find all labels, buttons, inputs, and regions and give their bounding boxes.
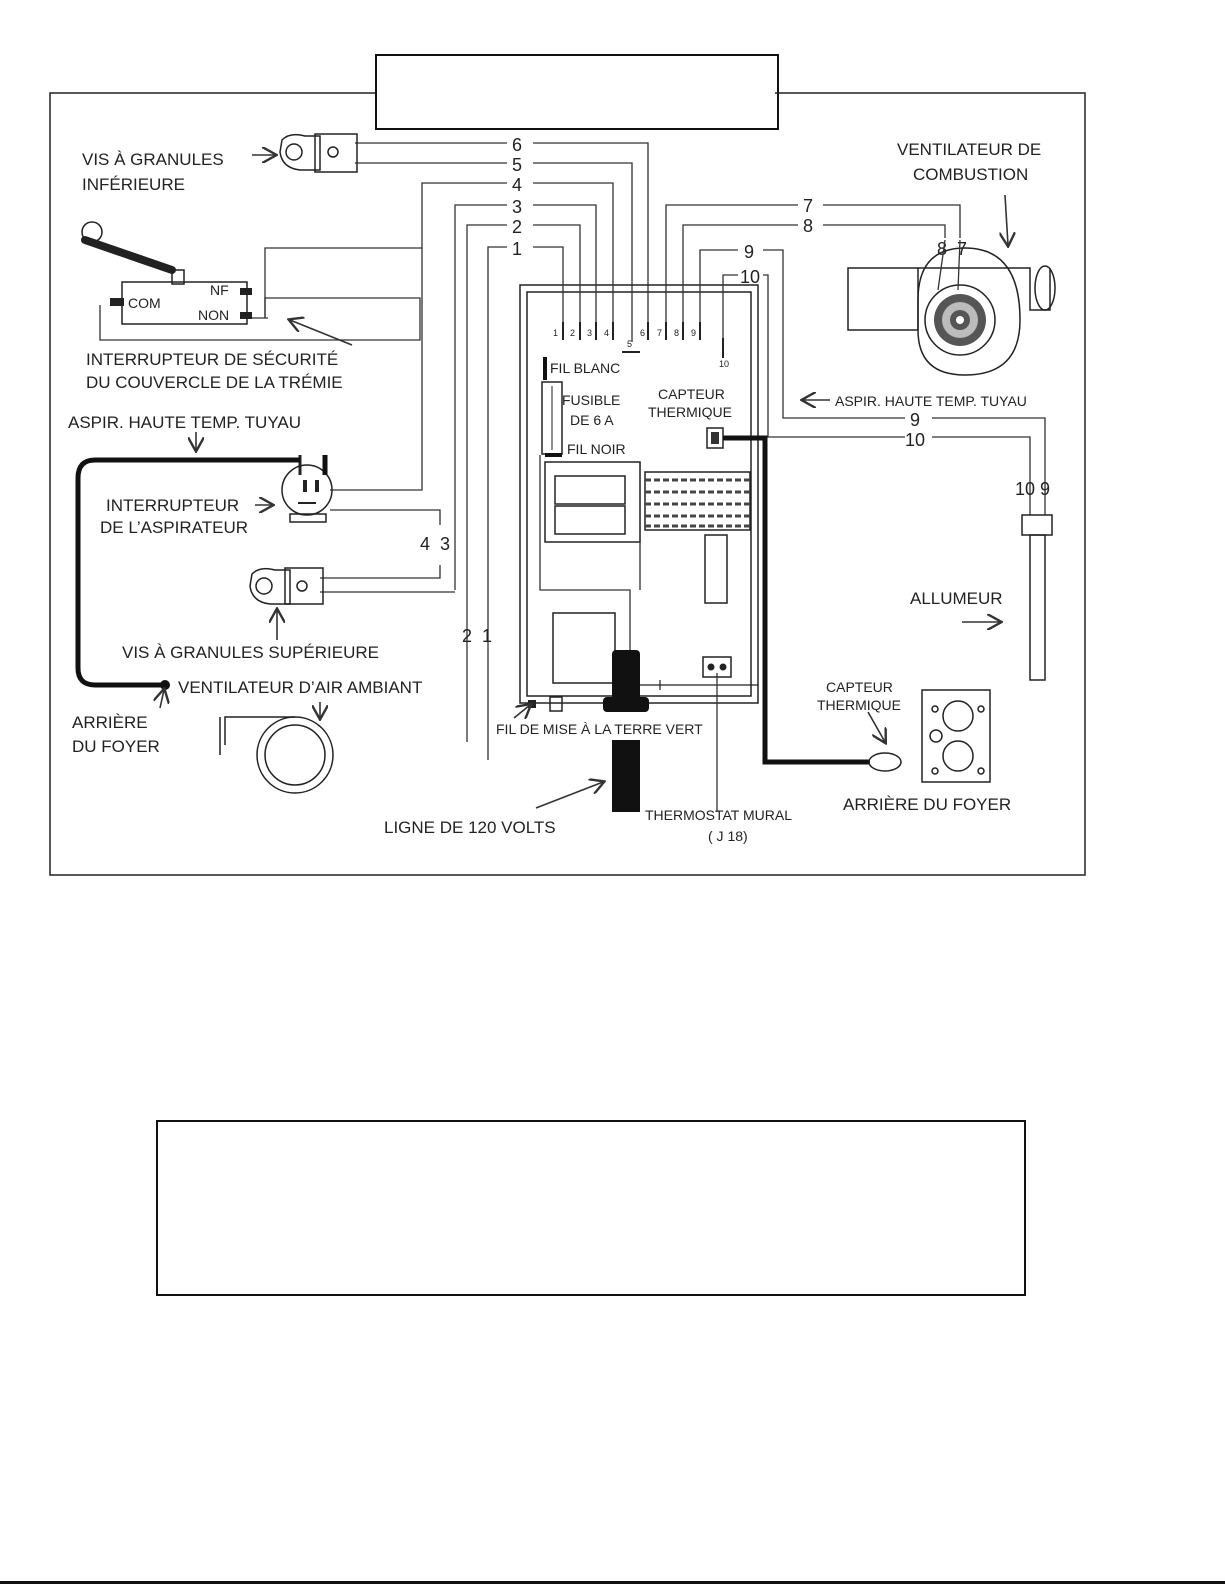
terminal-label: 1 <box>553 328 558 338</box>
thermal-sensor-cable <box>723 435 870 765</box>
wire-number: 5 <box>512 155 522 175</box>
fuse-label-1: FUSIBLE <box>562 392 620 408</box>
heatsink <box>644 471 751 531</box>
diagram-frame <box>49 92 1086 876</box>
switch-non-label: NON <box>198 307 229 323</box>
terminal-label: 7 <box>657 328 662 338</box>
combustion-fan-label-1: VENTILATEUR DE <box>897 140 1041 159</box>
igniter <box>1021 514 1053 681</box>
control-board: 1 2 3 4 5 6 7 8 9 10 <box>519 284 759 812</box>
wire-number: 4 <box>512 175 522 195</box>
wire-number: 3 <box>512 197 522 217</box>
wire-number: 10 <box>905 430 925 450</box>
terminal-label: 3 <box>587 328 592 338</box>
wire-number: 6 <box>512 135 522 155</box>
thermostat-label-2: ( J 18) <box>708 828 748 844</box>
terminal-label: 5 <box>627 339 632 349</box>
lower-auger-label-1: VIS À GRANULES <box>82 150 224 169</box>
bottom-rule <box>0 1581 1225 1584</box>
line-120v-label: LIGNE DE 120 VOLTS <box>384 818 556 837</box>
black-wire-label: FIL NOIR <box>567 441 626 457</box>
lower-auger-motor <box>279 133 358 173</box>
note-box <box>156 1120 1026 1296</box>
wire-number: 7 <box>803 196 813 216</box>
wire-number: 7 <box>957 239 967 259</box>
wire-number: 8 <box>937 239 947 259</box>
title-box <box>375 54 779 130</box>
stove-back-plate <box>921 689 991 783</box>
vacuum-hose <box>75 457 300 688</box>
wire-number: 2 <box>512 217 522 237</box>
terminal-label: 8 <box>674 328 679 338</box>
ground-wire-label: FIL DE MISE À LA TERRE VERT <box>496 721 703 737</box>
wire-bundle <box>99 142 1046 760</box>
wire-number: 1 <box>512 239 522 259</box>
wire-number: 1 <box>482 626 492 646</box>
wire-number: 10 <box>740 267 760 287</box>
wire-number: 9 <box>744 242 754 262</box>
terminal-label: 6 <box>640 328 645 338</box>
fuse-label-2: DE 6 A <box>570 412 614 428</box>
lower-auger-label-2: INFÉRIEURE <box>82 175 185 194</box>
room-air-fan <box>219 716 334 794</box>
combustion-fan <box>847 239 1056 376</box>
upper-auger-motor <box>249 567 324 605</box>
stove-back-label-left-1: ARRIÈRE <box>72 713 148 732</box>
terminal-label: 9 <box>691 328 696 338</box>
right-thermal-sensor-label-1: CAPTEUR <box>826 679 893 695</box>
hopper-lid-switch: COM NF NON <box>81 221 252 325</box>
thermostat-label-1: THERMOSTAT MURAL <box>645 807 792 823</box>
board-thermal-sensor-label-1: CAPTEUR <box>658 386 725 402</box>
wire-number: 8 <box>803 216 813 236</box>
annotation-arrows <box>160 155 1008 812</box>
white-wire-label: FIL BLANC <box>550 360 620 376</box>
wire-number: 4 <box>420 534 430 554</box>
room-fan-label: VENTILATEUR D’AIR AMBIANT <box>178 678 422 697</box>
terminal-label: 2 <box>570 328 575 338</box>
terminal-label: 10 <box>719 359 729 369</box>
upper-auger-label: VIS À GRANULES SUPÉRIEURE <box>122 643 379 662</box>
vacuum-switch-label-1: INTERRUPTEUR <box>106 496 239 515</box>
stove-back-label-left-2: DU FOYER <box>72 737 160 756</box>
wire-number: 2 <box>462 626 472 646</box>
vacuum-switch-label-2: DE L’ASPIRATEUR <box>100 518 248 537</box>
terminal-label: 4 <box>604 328 609 338</box>
stove-back-label-right: ARRIÈRE DU FOYER <box>843 795 1011 814</box>
vacuum-hose-label-left: ASPIR. HAUTE TEMP. TUYAU <box>68 413 301 432</box>
wire-number: 9 <box>910 410 920 430</box>
terminal-strip: 1 2 3 4 5 6 7 8 9 10 <box>553 322 729 369</box>
vacuum-switch <box>281 455 333 523</box>
right-thermal-sensor-label-2: THERMIQUE <box>817 697 901 713</box>
igniter-label: ALLUMEUR <box>910 589 1003 608</box>
hopper-switch-label-1: INTERRUPTEUR DE SÉCURITÉ <box>86 350 338 369</box>
hopper-switch-label-2: DU COUVERCLE DE LA TRÉMIE <box>86 373 343 392</box>
vacuum-hose-label-right: ASPIR. HAUTE TEMP. TUYAU <box>835 393 1027 409</box>
board-thermal-sensor-label-2: THERMIQUE <box>648 404 732 420</box>
switch-com-label: COM <box>128 295 161 311</box>
combustion-fan-label-2: COMBUSTION <box>913 165 1028 184</box>
wire-number: 10 9 <box>1015 479 1050 499</box>
switch-nf-label: NF <box>210 282 229 298</box>
wire-number: 3 <box>440 534 450 554</box>
